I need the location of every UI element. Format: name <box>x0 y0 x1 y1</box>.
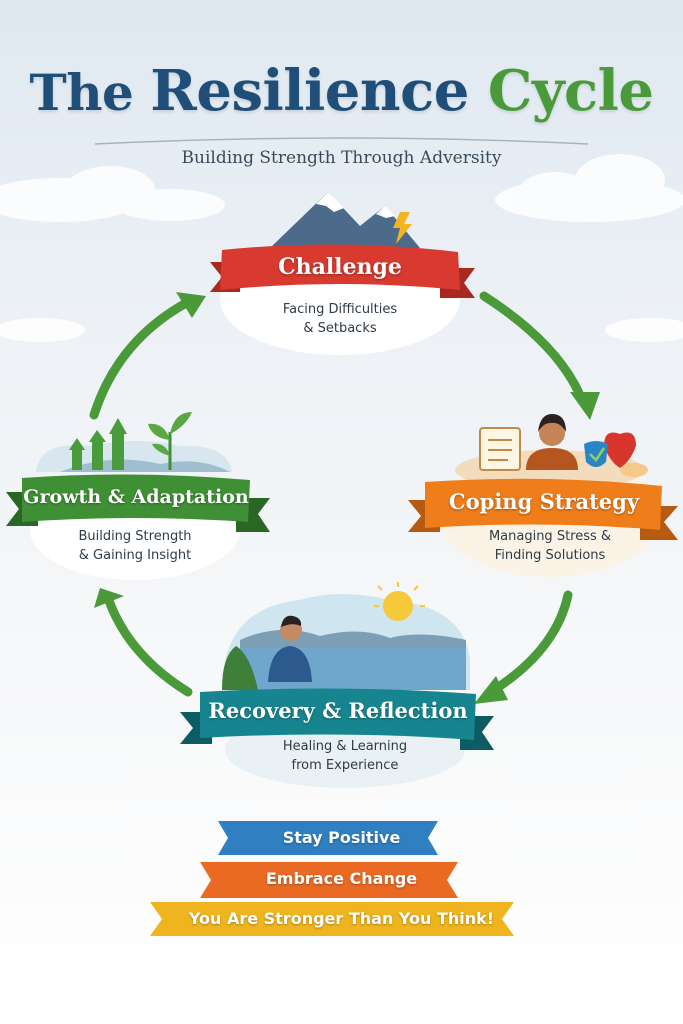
page-title: The Resilience Cycle <box>0 58 683 124</box>
motto-embrace-change: Embrace Change <box>265 869 418 888</box>
motto-banner-1 <box>218 821 438 855</box>
stage-desc-coping: Managing Stress & Finding Solutions <box>460 527 640 565</box>
stage-desc-line: Managing Stress & <box>488 529 612 544</box>
coping-ribbon <box>425 478 662 530</box>
notepad-icon <box>479 427 521 471</box>
stage-desc-line: from Experience <box>291 758 399 773</box>
coping-card <box>408 414 678 577</box>
arrowhead-challenge <box>176 292 206 318</box>
stage-title-recovery: Recovery & Reflection <box>208 698 468 723</box>
page-subtitle: Building Strength Through Adversity <box>181 148 502 168</box>
motto-stronger: You Are Stronger Than You Think! <box>188 909 495 928</box>
stage-desc-line: & Gaining Insight <box>78 548 192 563</box>
decor-cloud <box>620 463 648 477</box>
motto-banner-3 <box>150 902 514 936</box>
mountain-icon <box>270 192 420 248</box>
motto-banner-2 <box>200 862 458 898</box>
lightning-icon <box>393 212 412 244</box>
sun-icon <box>383 591 413 621</box>
stage-title-challenge: Challenge <box>278 254 402 280</box>
title-divider <box>95 137 588 145</box>
stage-desc-growth: Building Strength & Gaining Insight <box>55 527 215 565</box>
stage-desc-line: Facing Difficulties <box>282 302 398 317</box>
recovery-card <box>180 582 494 788</box>
arrowhead-recovery <box>474 676 508 704</box>
arrow-challenge-to-coping <box>479 291 587 405</box>
motto-stay-positive: Stay Positive <box>282 828 401 847</box>
title-part-cycle: Cycle <box>487 58 654 124</box>
person-icon <box>526 414 578 470</box>
title-part-the: The <box>29 63 151 122</box>
growth-card <box>6 412 270 580</box>
growth-bars-icon <box>69 418 127 470</box>
stage-desc-recovery: Healing & Learning from Experience <box>245 737 445 775</box>
arrowhead-growth <box>94 588 124 608</box>
title-part-resilience: Resilience <box>150 58 488 124</box>
heart-icon <box>604 432 636 468</box>
challenge-ribbon <box>220 244 460 290</box>
shield-icon <box>584 441 608 467</box>
stage-desc-line: & Setbacks <box>303 321 377 336</box>
stage-desc-line: Finding Solutions <box>494 548 606 563</box>
stage-desc-challenge: Facing Difficulties & Setbacks <box>240 300 440 338</box>
arrow-coping-to-recovery <box>489 590 573 695</box>
arrow-recovery-to-growth <box>103 593 193 697</box>
arrow-growth-to-challenge <box>89 297 193 420</box>
sprout-icon <box>148 412 192 470</box>
motto-banners <box>150 821 514 936</box>
challenge-card <box>210 192 475 355</box>
arrowhead-coping <box>570 392 600 420</box>
stage-title-growth: Growth & Adaptation <box>23 486 249 508</box>
stage-desc-line: Building Strength <box>78 529 192 544</box>
recovery-ribbon <box>200 688 476 740</box>
sitting-person-icon <box>268 615 312 682</box>
stage-title-coping: Coping Strategy <box>448 489 640 514</box>
stage-desc-line: Healing & Learning <box>282 739 408 754</box>
growth-ribbon <box>22 474 250 522</box>
